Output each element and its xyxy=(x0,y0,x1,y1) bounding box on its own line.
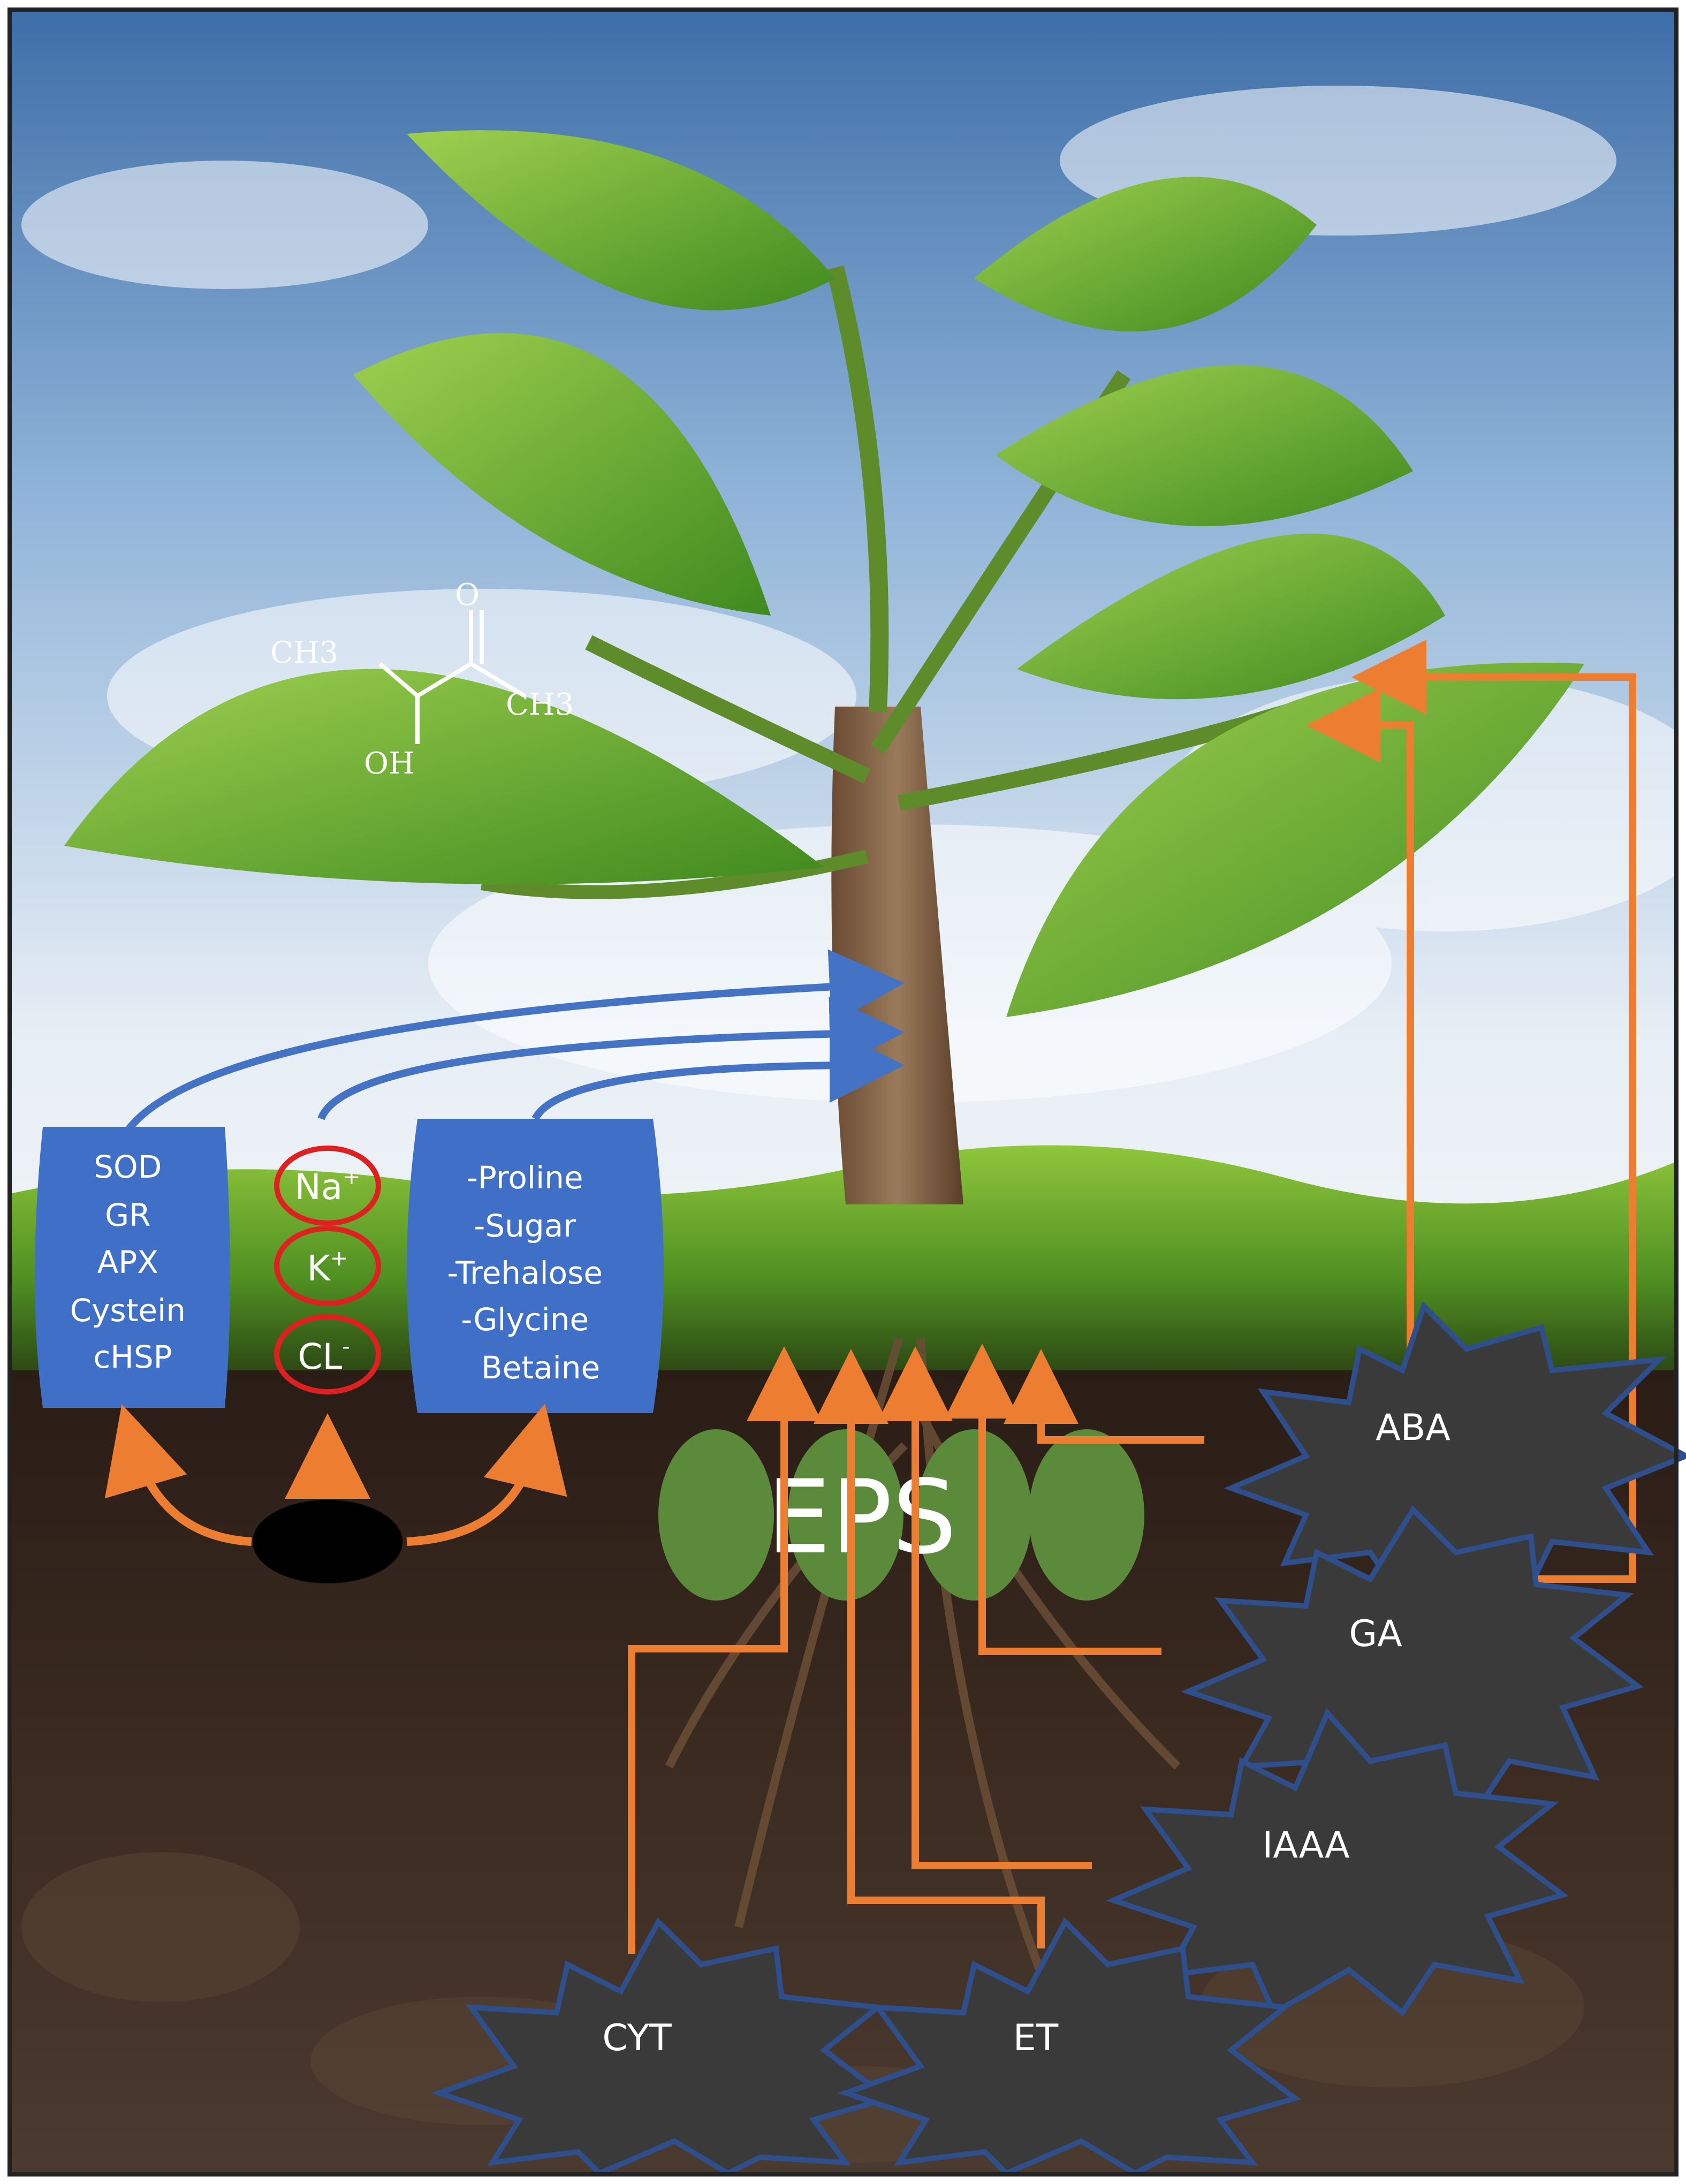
figure-frame xyxy=(7,7,1679,2177)
antioxidant-item: cHSP xyxy=(93,1339,172,1375)
osmolyte-item: -Trehalose xyxy=(447,1255,603,1291)
connector-ga-eps xyxy=(945,1344,1161,1655)
eps-oval xyxy=(916,1429,1032,1601)
osmolyte-item: -Glycine xyxy=(461,1301,589,1338)
orange-connectors xyxy=(628,640,1636,1954)
svg-text:CL-: CL- xyxy=(298,1334,350,1377)
molecule-ch3-left: CH3 xyxy=(270,635,338,670)
leaf-left-large xyxy=(64,669,824,884)
eps-label: EPS xyxy=(766,1458,956,1576)
ion-cl: CL- xyxy=(274,1314,381,1394)
osmolyte-item: Betaine xyxy=(481,1349,600,1386)
blue-arrow-from-osmolytes xyxy=(531,1028,905,1121)
leaf-mid-left xyxy=(353,333,771,616)
blue-arrow-from-ions xyxy=(317,996,905,1120)
molecule-o: O xyxy=(455,578,480,612)
connector-cyt-eps xyxy=(628,1346,822,1954)
ion-na: Na+ xyxy=(274,1146,381,1226)
svg-text:IAAA: IAAA xyxy=(1262,1824,1349,1867)
connector-aba-leaf xyxy=(1306,688,1414,1349)
svg-text:ABA: ABA xyxy=(1376,1407,1450,1449)
hormone-iaaa: IAAA xyxy=(1105,1708,1569,2017)
svg-text:CYT: CYT xyxy=(602,2017,672,2059)
bacterium-cell xyxy=(253,1500,402,1583)
eps-oval xyxy=(788,1429,903,1601)
svg-text:-Proline -Sugar -T: -Proline -Sugar -Trehalose -Glycine Beta… xyxy=(447,1159,612,1386)
connector-et-eps xyxy=(814,1349,1045,1948)
eps-group: EPS xyxy=(658,1429,1144,1601)
eps-oval xyxy=(658,1429,774,1601)
connector-iaaa-eps xyxy=(878,1346,1092,1869)
molecule-ch3-right: CH3 xyxy=(506,687,574,722)
svg-text:GA: GA xyxy=(1349,1613,1402,1655)
acetoin-molecule xyxy=(378,610,526,744)
antioxidant-item: Cystein xyxy=(70,1292,186,1329)
blue-arrow-from-antioxidants xyxy=(125,949,905,1132)
antioxidant-item: APX xyxy=(97,1244,158,1280)
leaf-right-large xyxy=(1006,662,1584,1017)
osmolyte-box: -Proline -Sugar -Trehalose -Glycine Beta… xyxy=(407,1119,664,1413)
leaf-mid-right xyxy=(996,365,1413,526)
molecule-oh: OH xyxy=(364,746,415,781)
svg-text:SOD GR APX C: SOD GR APX Cystein cHSP xyxy=(70,1149,196,1375)
svg-text:Na+: Na+ xyxy=(294,1165,360,1208)
ion-k: K+ xyxy=(274,1226,381,1306)
blue-arrows xyxy=(125,949,905,1132)
svg-text:ET: ET xyxy=(1013,2017,1059,2059)
orange-arrows-bacterium xyxy=(104,1404,567,1546)
leaf-right xyxy=(1017,533,1445,700)
osmolyte-item: -Sugar xyxy=(474,1208,576,1244)
antioxidant-box: SOD GR APX Cystein cHSP xyxy=(35,1127,230,1408)
antioxidant-item: SOD xyxy=(94,1149,162,1185)
svg-text:K+: K+ xyxy=(307,1246,348,1289)
antioxidant-item: GR xyxy=(105,1197,150,1233)
osmolyte-item: -Proline xyxy=(467,1159,583,1196)
connector-aba-eps xyxy=(1004,1349,1204,1444)
eps-oval xyxy=(1029,1429,1144,1601)
leaf-upper-right xyxy=(974,177,1317,332)
leaf-upper-left xyxy=(407,130,835,310)
connector-ga-leaf xyxy=(1351,640,1636,1583)
hormone-et: ET xyxy=(837,1917,1302,2177)
hormone-cyt: CYT xyxy=(430,1917,895,2177)
